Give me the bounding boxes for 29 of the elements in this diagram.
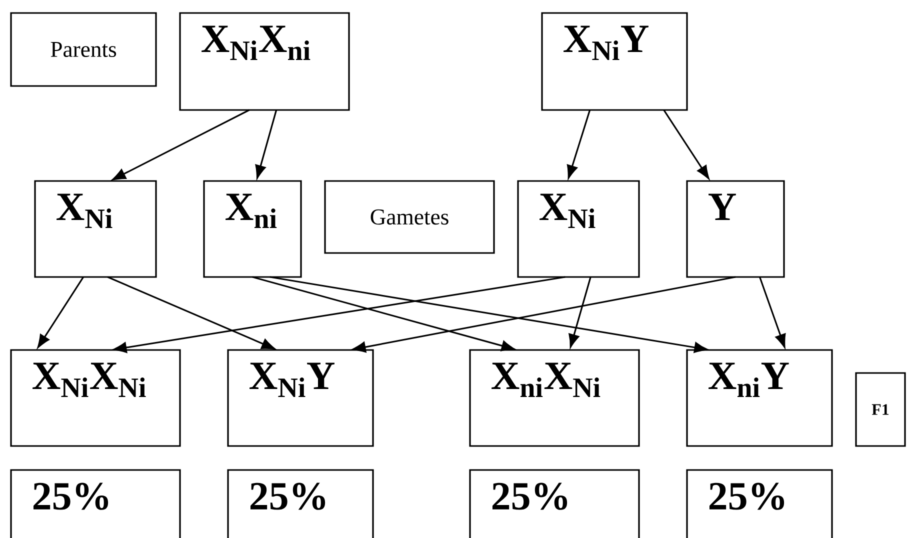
gene-box: X$_{Ni}$	[517, 180, 640, 278]
gene-box: X$_{Ni}$Y	[227, 349, 374, 447]
arrow	[112, 109, 250, 180]
gene-box: X$_{ni}$	[203, 180, 302, 278]
label-box: Parents	[10, 12, 157, 87]
gene-box: X$_{Ni}$X$_{ni}$	[179, 12, 350, 111]
gene-box: X$_{Ni}$X$_{Ni}$	[10, 349, 181, 447]
gene-box: X$_{ni}$Y	[686, 349, 833, 447]
arrow	[759, 276, 786, 348]
gene-box: X$_{ni}$X$_{Ni}$	[469, 349, 640, 447]
gene-box: X$_{Ni}$Y	[541, 12, 688, 111]
arrow	[255, 110, 278, 179]
gene-box: 25%	[469, 469, 640, 538]
arrow	[270, 276, 708, 353]
arrow	[252, 276, 515, 352]
arrow	[37, 276, 84, 348]
gene-box: 25%	[227, 469, 374, 538]
arrow	[568, 276, 592, 348]
label-box: F1	[855, 372, 906, 447]
arrow	[663, 110, 710, 180]
arrow	[107, 276, 276, 350]
label-box: Gametes	[324, 180, 495, 254]
arrow	[566, 110, 591, 179]
gene-box: 25%	[686, 469, 833, 538]
gene-box: 25%	[10, 469, 181, 538]
gene-box: X$_{Ni}$	[34, 180, 157, 278]
arrow	[352, 276, 736, 352]
arrow	[113, 276, 566, 353]
gene-box: Y	[686, 180, 785, 278]
